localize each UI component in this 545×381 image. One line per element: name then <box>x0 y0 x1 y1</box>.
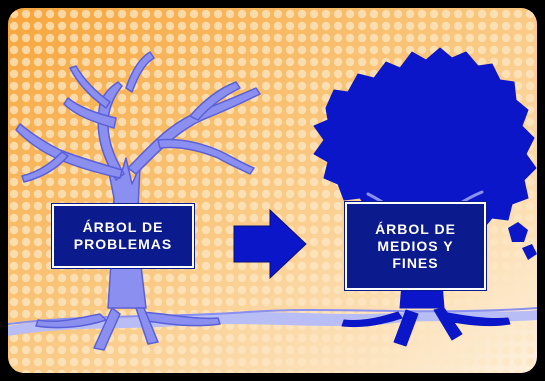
diagram-canvas: ÁRBOL DE PROBLEMAS ÁRBOL DE MEDIOS Y FIN… <box>8 8 537 373</box>
means-ends-tree-label: ÁRBOL DE MEDIOS Y FINES <box>345 202 486 290</box>
diagram-artwork <box>8 8 537 373</box>
means-ends-tree-label-line-3: FINES <box>392 254 439 271</box>
problem-tree-label: ÁRBOL DE PROBLEMAS <box>52 204 194 268</box>
problem-tree-label-line-1: ÁRBOL DE <box>82 219 164 235</box>
dead-tree <box>15 51 261 351</box>
right-arrow-icon <box>233 208 307 280</box>
problem-tree-label-line-2: PROBLEMAS <box>73 236 173 252</box>
means-ends-tree-label-line-1: ÁRBOL DE <box>375 220 456 237</box>
leaf-clusters <box>508 222 537 260</box>
means-ends-tree-label-line-2: MEDIOS Y <box>377 237 454 254</box>
